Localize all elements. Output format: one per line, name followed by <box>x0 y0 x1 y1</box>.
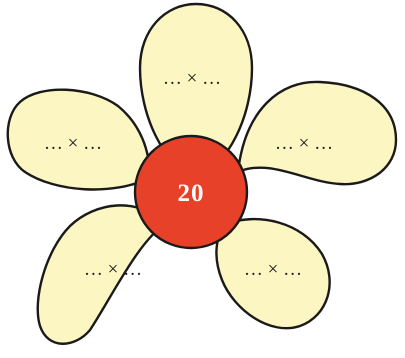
petal-top-label: … × … <box>163 68 221 89</box>
petal-left-label: … × … <box>44 133 102 154</box>
petal-right-label: … × … <box>275 133 333 154</box>
petal-bottom-left-label: … × … <box>84 259 142 280</box>
petal-bottom-right-label: … × … <box>244 259 302 280</box>
center-number: 20 <box>178 180 205 207</box>
